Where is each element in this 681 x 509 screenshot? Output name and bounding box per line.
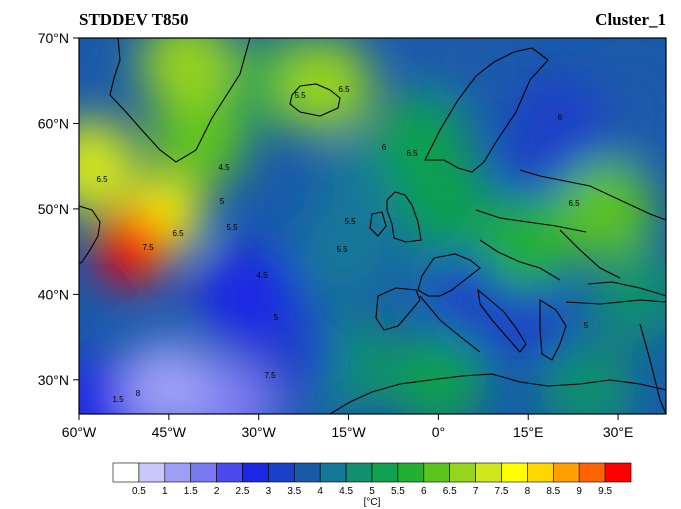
contour-label: 6.5	[96, 175, 108, 184]
x-tick-label: 45°W	[152, 424, 187, 440]
colorbar-swatch	[268, 462, 295, 483]
colorbar-level-label: 2.5	[236, 486, 250, 497]
colorbar-swatch	[216, 462, 243, 483]
colorbar-level-label: 6.5	[443, 486, 457, 497]
field-blob-18	[372, 92, 469, 189]
x-axis: 60°W 45°W 30°W 15°W 0° 15°E 30°E	[62, 414, 634, 440]
field-blob-3	[294, 203, 391, 300]
colorbar-level-label: 5.5	[391, 486, 405, 497]
contour-label: 6.5	[172, 229, 184, 238]
colorbar-level-label: 4	[317, 486, 323, 497]
field-blob-29	[94, 209, 171, 286]
colorbar-level-label: 7	[473, 486, 479, 497]
x-tick-label: 30°E	[603, 424, 634, 440]
colorbar-level-label: 8	[525, 486, 531, 497]
colorbar-level-label: 8.5	[546, 486, 560, 497]
map-panel: 6.5 6.5 7.5 6.5 5.5 5 4.5 5 5.5 6 6.5 7.5 8 4.5 5.5 5.5…	[38, 30, 667, 440]
colorbar-swatch	[578, 462, 606, 483]
x-tick-label: 60°W	[62, 424, 97, 440]
contour-label: 7.5	[264, 371, 276, 380]
colorbar-swatch	[242, 462, 269, 483]
contour-label: 6.5	[338, 85, 350, 94]
colorbar-level-label: 0.5	[132, 486, 146, 497]
x-tick-label: 15°W	[331, 424, 366, 440]
y-tick-label: 30°N	[38, 372, 69, 388]
contour-label-layer: 6.5 6.5 7.5 6.5 5.5 5 4.5 5 5.5 6 6.5 7.5 8 4.5 5.5 5.5…	[96, 85, 588, 404]
colorbar-swatch	[345, 462, 373, 483]
colorbar-swatch	[397, 462, 425, 483]
colorbar-level-label: 3	[266, 486, 272, 497]
field-blob-6	[420, 38, 517, 104]
colorbar-swatch	[527, 462, 554, 483]
colorbar-swatch	[319, 462, 347, 483]
colorbar-level-label: 2	[214, 486, 220, 497]
x-tick-label: 0°	[432, 424, 445, 440]
contour-label: 5	[584, 321, 589, 330]
colorbar-swatch	[604, 462, 632, 483]
field-blob-15	[390, 331, 487, 414]
contour-label: 4.5	[256, 271, 268, 280]
contour-label: 6	[382, 143, 387, 152]
x-tick-label: 30°W	[241, 424, 276, 440]
contour-label: 6	[558, 113, 563, 122]
x-tick-label: 15°E	[513, 424, 544, 440]
contour-label: 5.5	[226, 223, 238, 232]
colorbar-level-label: 1.5	[184, 486, 198, 497]
contour-label: 5.5	[336, 245, 348, 254]
contour-label: 7.5	[142, 243, 154, 252]
contour-label: 5	[220, 197, 225, 206]
colorbar-level-label: 9.5	[598, 486, 612, 497]
field-blob-16	[198, 246, 295, 343]
field-blob-8	[540, 340, 637, 414]
colorbar-level-label: 6	[421, 486, 427, 497]
coastlines	[79, 38, 666, 414]
colorbar-swatch	[449, 462, 476, 483]
map-frame	[78, 37, 667, 415]
colorbar-level-label: 3.5	[287, 486, 301, 497]
title-left: STDDEV T850	[79, 10, 188, 29]
stddev-field	[79, 38, 666, 414]
contour-label: 5.5	[344, 217, 356, 226]
field-blob-24	[138, 38, 235, 112]
field-blob-25	[276, 38, 373, 133]
y-tick-label: 40°N	[38, 286, 69, 302]
colorbar-level-label: 1	[162, 486, 168, 497]
colorbar-level-label: 4.5	[339, 486, 353, 497]
y-tick-label: 70°N	[38, 30, 69, 46]
y-tick-label: 50°N	[38, 201, 69, 217]
colorbar-swatch	[475, 462, 502, 483]
colorbar-swatch	[371, 462, 399, 483]
field-blob-22	[150, 92, 247, 189]
colorbar-level-label: 7.5	[495, 486, 509, 497]
colorbar-swatch	[138, 462, 166, 483]
colorbar-swatch	[501, 462, 528, 483]
contour-label: 8	[136, 389, 141, 398]
colorbar-swatch	[190, 462, 217, 483]
colorbar-swatch	[293, 462, 321, 483]
colorbar: 0.5 1 1.5 2 2.5 3 3.5 4 4.5 5 5.5 6 6.5 7 7.5 8 8.5 9 9.5	[112, 462, 632, 497]
y-tick-label: 60°N	[38, 115, 69, 131]
contour-label: 5.5	[294, 91, 306, 100]
field-blob-12	[510, 75, 607, 172]
contour-label: 6.5	[406, 149, 418, 158]
colorbar-level-label: 5	[369, 486, 375, 497]
y-axis: 70°N 60°N 50°N 40°N 30°N	[38, 30, 79, 388]
contour-label: 5	[274, 313, 279, 322]
field-blob-4	[588, 246, 666, 343]
colorbar-swatch	[164, 462, 192, 483]
field-blob-27	[79, 118, 139, 215]
colorbar-level-label: 9	[576, 486, 582, 497]
contour-label: 6.5	[568, 199, 580, 208]
title-right: Cluster_1	[595, 10, 666, 29]
contour-label: 1.5	[112, 395, 124, 404]
colorbar-swatch	[112, 462, 140, 483]
colorbar-swatch	[552, 462, 580, 483]
field-blob-26	[120, 340, 217, 414]
colorbar-swatch	[423, 462, 450, 483]
contour-label: 4.5	[218, 163, 230, 172]
colorbar-units: [°C]	[364, 497, 381, 508]
